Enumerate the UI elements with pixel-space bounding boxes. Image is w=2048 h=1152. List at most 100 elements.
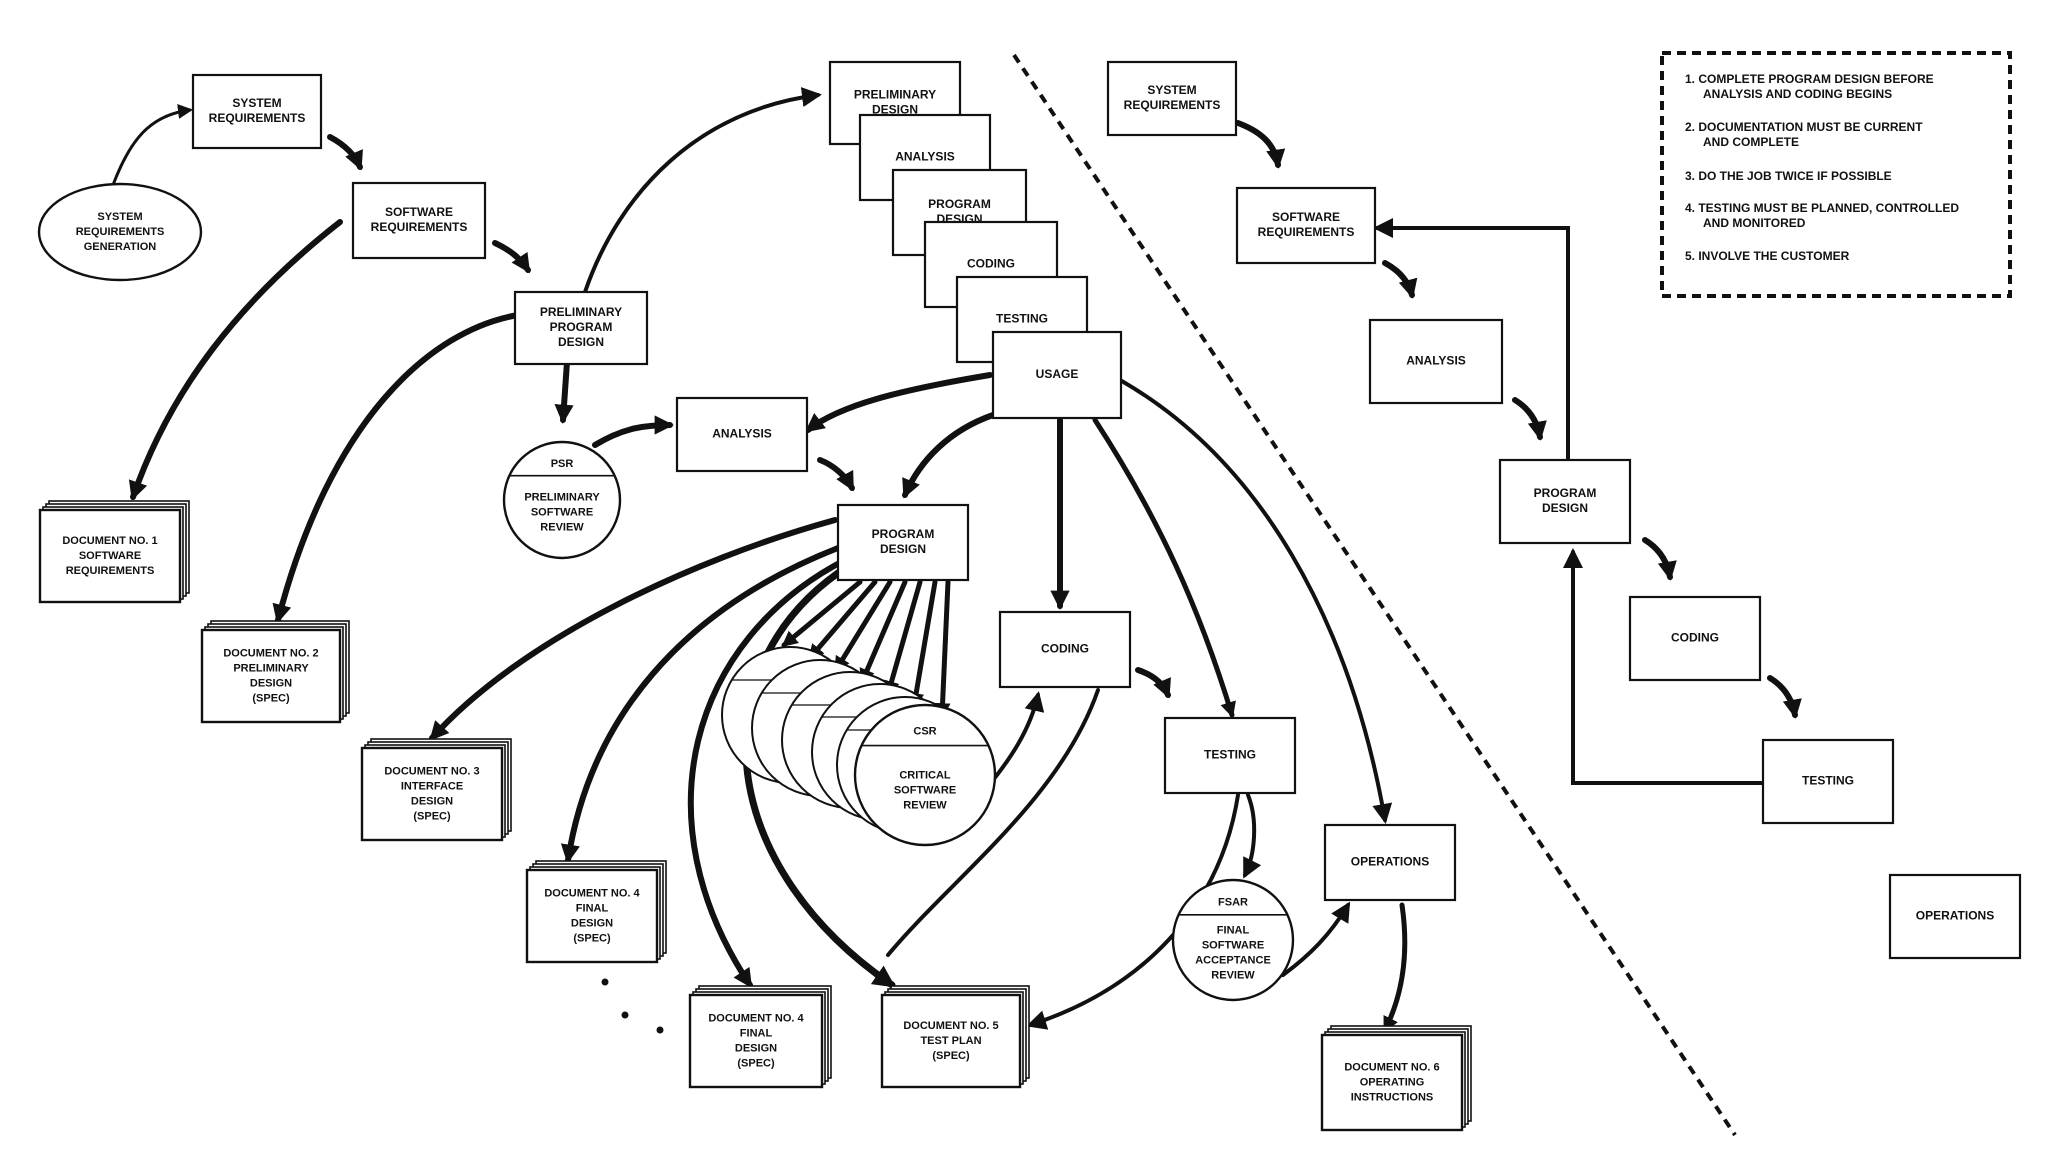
box-r-software-requirements-frame (1235, 186, 1377, 265)
document-4a-cover (525, 868, 659, 964)
box-r-system-requirements-label: REQUIREMENTS (1124, 98, 1221, 112)
box-r-coding-frame (1628, 595, 1762, 682)
document-6-label: INSTRUCTIONS (1351, 1091, 1434, 1103)
box-stack-analysis-label: ANALYSIS (895, 150, 955, 164)
arrow-progdesign-to-doc4b (687, 557, 848, 989)
arrow-fan-5 (883, 579, 923, 698)
arrow-testing-to-doc5 (1026, 793, 1240, 1030)
box-r-coding-label: CODING (1671, 631, 1719, 645)
review-fsar-label: SOFTWARE (1202, 940, 1264, 952)
box-preliminary-program-design-label: PRELIMINARY (540, 305, 622, 319)
arrow-progdesign-to-doc4a (560, 545, 841, 864)
box-coding: CODING (998, 610, 1132, 689)
document-5-label: DOCUMENT NO. 5 (903, 1020, 998, 1032)
document-6-cover (1320, 1033, 1464, 1132)
review-psr-label: SOFTWARE (531, 507, 593, 519)
document-2-cover (200, 628, 342, 724)
document-6: DOCUMENT NO. 6 OPERATING INSTRUCTIONS (1320, 1025, 1472, 1132)
arrow-r-feedback-to-progdesign (1563, 548, 1765, 785)
box-analysis: ANALYSIS (675, 396, 809, 473)
document-5-label: (SPEC) (932, 1050, 970, 1062)
document-3-label: INTERFACE (401, 780, 463, 792)
document-3-label: (SPEC) (413, 810, 451, 822)
document-2-label: (SPEC) (252, 692, 290, 704)
arrow-fan-7 (934, 579, 951, 720)
review-csr-circle (853, 703, 997, 847)
rule-line: 3. DO THE JOB TWICE IF POSSIBLE (1685, 169, 1892, 183)
review-fsar-circle (1171, 878, 1295, 1002)
box-r-program-design-frame (1498, 458, 1632, 545)
document-4a-label: (SPEC) (573, 932, 611, 944)
box-system-requirements-label: SYSTEM (232, 96, 281, 110)
box-testing-frame (1163, 716, 1297, 795)
box-software-requirements-label: SOFTWARE (385, 205, 453, 219)
document-5-cover (880, 993, 1022, 1089)
ellipsis-dot (621, 1011, 629, 1019)
arrow-coding-to-testing (1135, 667, 1171, 699)
arrow-fan-6 (908, 579, 938, 710)
document-4b-label: DESIGN (735, 1042, 777, 1054)
rule-line: 5. INVOLVE THE CUSTOMER (1685, 249, 1850, 263)
box-preliminary-program-design-frame (513, 290, 649, 366)
box-operations: OPERATIONS (1323, 823, 1457, 902)
document-3-cover (360, 746, 504, 842)
box-program-design-frame (836, 503, 970, 582)
review-csr-abbr: CSR (913, 726, 936, 738)
rule-line: AND COMPLETE (1703, 135, 1799, 149)
document-3-label: DESIGN (411, 795, 453, 807)
document-6-label: OPERATING (1360, 1076, 1425, 1088)
review-csr-label: SOFTWARE (894, 784, 956, 796)
box-stack-preliminary-design-label: PRELIMINARY (854, 88, 936, 102)
arrow-ppd-to-stack (583, 87, 822, 294)
rule-line: 4. TESTING MUST BE PLANNED, CONTROLLED (1685, 201, 1959, 215)
arrow-fan-3 (833, 579, 893, 673)
dashed-divider (1012, 53, 1737, 1137)
document-3: DOCUMENT NO. 3 INTERFACE DESIGN (SPEC) (360, 738, 512, 842)
box-coding-label: CODING (1041, 642, 1089, 656)
rule-line: ANALYSIS AND CODING BEGINS (1703, 87, 1892, 101)
box-r-software-requirements-label: SOFTWARE (1272, 210, 1340, 224)
box-r-analysis-frame (1368, 318, 1504, 405)
arrow-r-progdesign-to-coding (1642, 537, 1677, 581)
box-usage: USAGE (991, 330, 1123, 420)
box-software-requirements-frame (351, 181, 487, 260)
arrow-r-swreq-to-analysis (1382, 260, 1418, 299)
review-psr-abbr: PSR (551, 458, 574, 470)
review-psr-label: REVIEW (540, 522, 584, 534)
document-1-label: REQUIREMENTS (66, 565, 155, 577)
arrow-progdesign-to-doc3 (429, 517, 838, 741)
arrow-psr-to-analysis (592, 415, 674, 448)
box-r-analysis: ANALYSIS (1368, 318, 1504, 405)
document-1-label: SOFTWARE (79, 550, 141, 562)
arrow-r-coding-to-testing (1767, 675, 1802, 719)
arrow-testing-to-fsar (1243, 793, 1262, 879)
box-r-operations: OPERATIONS (1888, 873, 2022, 960)
arrow-swreq-to-doc1 (128, 219, 343, 501)
document-4b-label: DOCUMENT NO. 4 (708, 1012, 804, 1024)
arrow-sysgen-to-sysreq (111, 104, 193, 187)
arrow-fan-2 (807, 579, 878, 661)
arrow-ppd-to-doc2 (272, 312, 521, 624)
rule-line: 2. DOCUMENTATION MUST BE CURRENT (1685, 120, 1923, 134)
arrow-fan-4 (859, 579, 908, 685)
document-4a-label: FINAL (576, 902, 609, 914)
document-3-label: DOCUMENT NO. 3 (384, 765, 479, 777)
ellipse-label: GENERATION (84, 241, 157, 253)
document-6-label: DOCUMENT NO. 6 (1344, 1061, 1439, 1073)
arrow-usage-to-operations (1118, 378, 1393, 824)
arrow-fsar-to-operations (1281, 901, 1351, 977)
box-r-software-requirements-label: REQUIREMENTS (1258, 225, 1355, 239)
box-r-system-requirements-frame (1106, 60, 1238, 137)
box-r-program-design-label: DESIGN (1542, 501, 1588, 515)
box-preliminary-program-design-label: DESIGN (558, 335, 604, 349)
arrow-r-feedback-to-swreq (1373, 218, 1570, 460)
review-csr-label: REVIEW (903, 799, 947, 811)
